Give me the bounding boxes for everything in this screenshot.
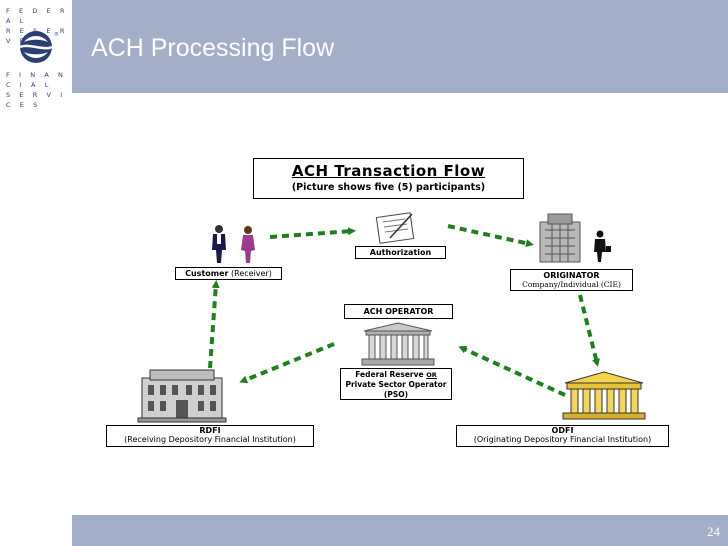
logo-text-top: F E D E R A L R E S E R V E [6, 6, 72, 46]
rdfi-bank-building-icon [137, 369, 227, 423]
private-sector-operator-label: Private Sector Operator [345, 380, 447, 389]
originator-label-box: ORIGINATOR Company/Individual (CIE) [510, 269, 633, 291]
federal-reserve-logo-icon: ® [19, 31, 59, 63]
logo-column: F E D E R A L R E S E R V E ® F I N A N … [0, 0, 72, 546]
diagram-subheading: (Picture shows five (5) participants) [291, 182, 486, 193]
page-number: 24 [707, 524, 720, 539]
rdfi-label: RDFI [199, 426, 221, 435]
federal-reserve-label-box: Federal Reserve OR Private Sector Operat… [340, 368, 452, 400]
odfi-label-box: ODFI (Originating Depository Financial I… [456, 425, 669, 447]
rdfi-label-box: RDFI (Receiving Depository Financial Ins… [106, 425, 314, 447]
logo-line-2: R E S E R V E [6, 27, 69, 45]
odfi-bank-building-icon [562, 371, 646, 420]
logo-line-3: F I N A N C I A L [6, 71, 67, 89]
or-label: OR [426, 371, 437, 379]
customer-people-icon [212, 225, 255, 263]
slide-header-band [0, 0, 728, 93]
svg-text:®: ® [54, 31, 59, 38]
originator-building-icon [539, 213, 581, 263]
arrow-rdfi-to-customer [208, 280, 220, 369]
slide-title: ACH Processing Flow [91, 34, 335, 62]
authorization-label-box: Authorization [355, 246, 446, 259]
logo-line-4: S E R V I C E S [6, 91, 66, 109]
customer-sublabel: (Receiver) [231, 269, 272, 278]
federal-reserve-label: Federal Reserve [355, 370, 424, 379]
ach-operator-label: ACH OPERATOR [363, 307, 434, 316]
logo-line-1: F E D E R A L [6, 7, 69, 25]
originator-person-icon [594, 230, 611, 262]
odfi-label: ODFI [551, 426, 574, 435]
slide-footer-band [0, 515, 728, 546]
arrow-authorization-to-originator [447, 224, 534, 248]
arrow-odfi-to-operator [458, 346, 566, 397]
federal-reserve-building-icon [361, 322, 435, 366]
arrow-customer-to-authorization [269, 227, 356, 239]
transaction-flow-heading-box: ACH Transaction Flow (Picture shows five… [253, 158, 524, 199]
odfi-sublabel: (Originating Depository Financial Instit… [473, 435, 652, 444]
authorization-document-icon [375, 212, 415, 244]
arrow-operator-to-rdfi [239, 342, 335, 384]
originator-sublabel: Company/Individual (CIE) [522, 280, 621, 289]
originator-label: ORIGINATOR [543, 271, 600, 280]
logo-text-bottom: F I N A N C I A L S E R V I C E S [6, 70, 72, 110]
customer-label-box: Customer (Receiver) [175, 267, 282, 280]
authorization-label: Authorization [369, 248, 432, 257]
customer-label: Customer [185, 269, 229, 278]
arrow-originator-to-odfi [578, 294, 600, 367]
pso-label: (PSO) [383, 390, 409, 399]
diagram-heading: ACH Transaction Flow [291, 162, 486, 180]
rdfi-sublabel: (Receiving Depository Financial Institut… [124, 435, 296, 444]
ach-operator-label-box: ACH OPERATOR [344, 304, 453, 319]
